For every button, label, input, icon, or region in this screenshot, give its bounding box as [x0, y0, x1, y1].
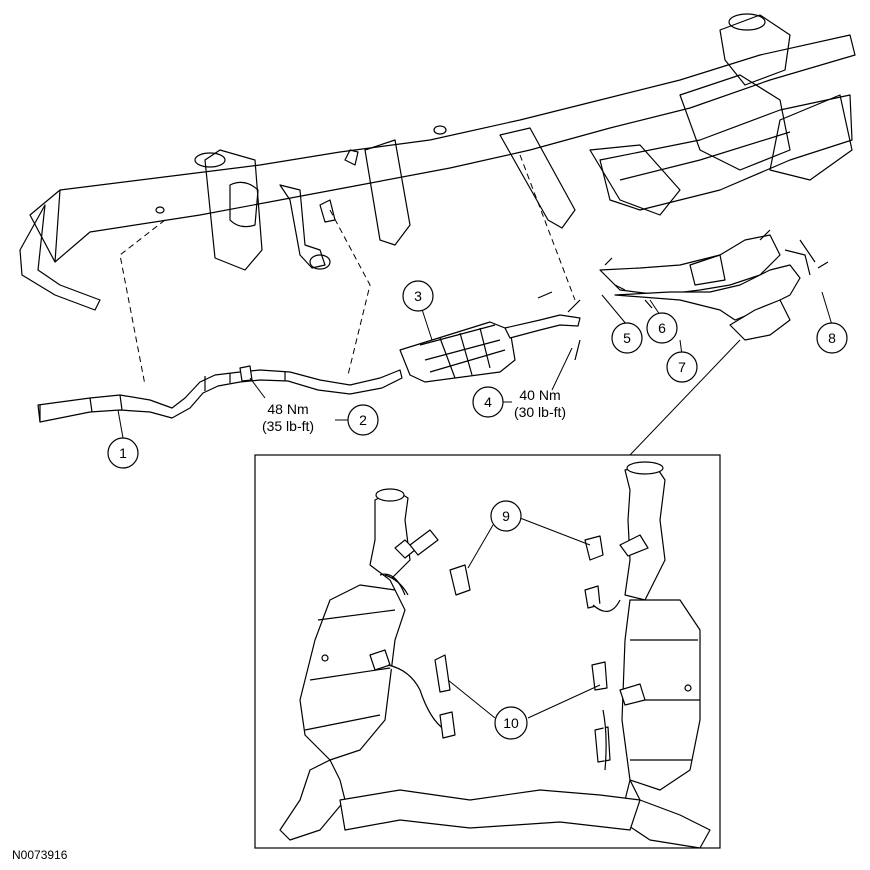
callout-1: 1	[107, 437, 139, 469]
callout-8: 8	[816, 322, 848, 354]
callout-4: 4	[472, 386, 504, 418]
callout-label-1: 1	[119, 445, 127, 461]
detail-inset-catalytic-converters	[279, 461, 711, 849]
callout-label-4: 4	[484, 394, 492, 410]
callout-label-3: 3	[414, 288, 422, 304]
callout-9: 9	[490, 500, 522, 532]
callout-label-7: 7	[678, 359, 686, 375]
callout-label-5: 5	[623, 330, 631, 346]
callout-3: 3	[402, 280, 434, 312]
hanger-leader-lines	[119, 154, 576, 386]
callout-label-8: 8	[828, 330, 836, 346]
callout-10: 10	[494, 706, 528, 740]
callout-6: 6	[646, 312, 678, 344]
exhaust-pipes-upper	[37, 229, 829, 423]
figure-id: N0073916	[12, 848, 68, 862]
callout-label-10: 10	[503, 715, 519, 731]
callout-label-9: 9	[502, 508, 510, 524]
callout-5: 5	[611, 322, 643, 354]
callout-2: 2	[347, 404, 379, 436]
torque-4-nm: 40 Nm	[519, 387, 560, 403]
callout-7: 7	[666, 351, 698, 383]
torque-2-lbft: (35 lb-ft)	[262, 418, 314, 434]
callout-label-2: 2	[359, 412, 367, 428]
torque-4-lbft: (30 lb-ft)	[514, 404, 566, 420]
callout-leaders-upper	[117, 291, 833, 456]
callout-leaders-inset	[447, 517, 601, 719]
callout-label-6: 6	[658, 320, 666, 336]
torque-2-nm: 48 Nm	[267, 401, 308, 417]
vehicle-frame	[19, 13, 856, 311]
